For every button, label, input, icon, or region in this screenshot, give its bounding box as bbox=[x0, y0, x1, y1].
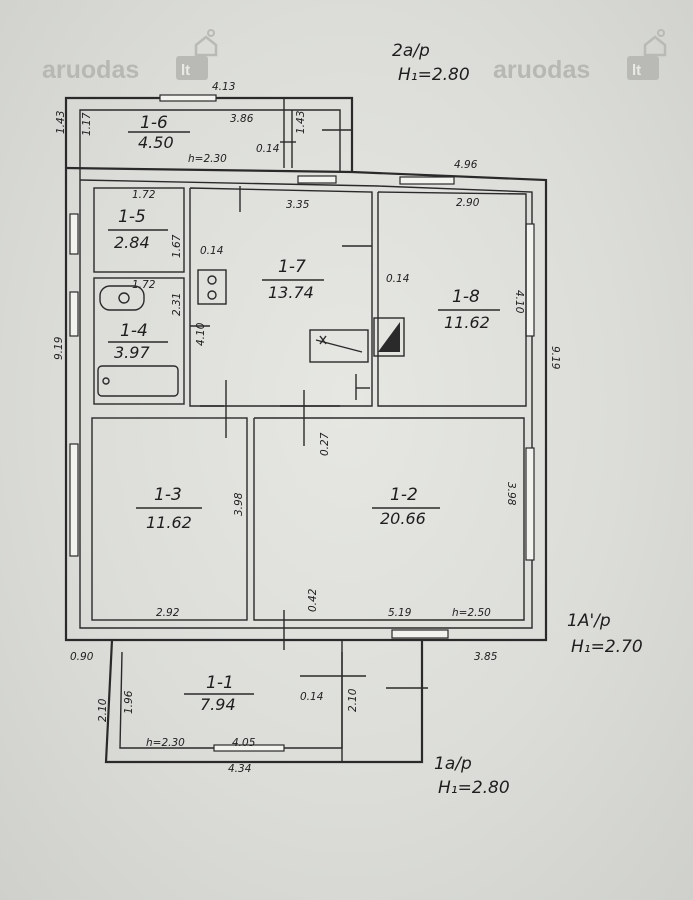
watermark-brand: aruodas bbox=[493, 56, 590, 84]
floor-label-bottom-height: H₁=2.80 bbox=[438, 778, 510, 798]
room-id: 1-6 bbox=[140, 113, 168, 133]
room-1-6: 1-6 4.50 bbox=[128, 113, 190, 152]
dim-label: 4.13 bbox=[212, 81, 235, 93]
room-1-6-walls bbox=[64, 94, 354, 172]
dim-label: 4.05 bbox=[232, 737, 256, 749]
dim-label: 0.14 bbox=[386, 273, 409, 285]
pipe-fixture-icon bbox=[355, 374, 370, 400]
room-id: 1-5 bbox=[118, 207, 146, 227]
room-id: 1-2 bbox=[390, 485, 418, 505]
room-area: 7.94 bbox=[200, 695, 236, 714]
interior-walls bbox=[91, 186, 527, 650]
watermark-left: aruodas lt bbox=[42, 29, 218, 84]
room-id: 1-1 bbox=[206, 673, 234, 693]
room-1-7: 1-7 13.74 bbox=[262, 257, 324, 302]
house-logo-icon bbox=[194, 29, 218, 57]
dim-label: h=2.30 bbox=[188, 153, 227, 165]
dim-label: 2.90 bbox=[456, 197, 480, 209]
dim-label: 1.43 bbox=[295, 111, 307, 134]
house-logo-icon bbox=[643, 29, 667, 57]
dim-label: 1.17 bbox=[81, 112, 93, 136]
watermark-right: aruodas lt bbox=[493, 29, 667, 84]
dim-label: 2.10 bbox=[97, 698, 109, 722]
dim-label: 2.31 bbox=[171, 293, 183, 316]
room-id: 1-7 bbox=[278, 257, 306, 277]
room-1-2: 1-2 20.66 bbox=[372, 485, 440, 528]
room-area: 13.74 bbox=[268, 283, 314, 302]
dim-label: 2.92 bbox=[156, 607, 180, 619]
floor-label-top-height: H₁=2.80 bbox=[398, 65, 470, 85]
house-outer-walls bbox=[64, 166, 548, 642]
dim-label: 3.98 bbox=[233, 492, 245, 516]
dim-label: 0.14 bbox=[300, 691, 323, 703]
dim-label: 1.72 bbox=[132, 279, 156, 291]
dim-label: 0.90 bbox=[70, 651, 94, 663]
dimension-labels: 4.13 1.43 1.17 3.86 1.43 0.14 h=2.30 4.9… bbox=[53, 81, 561, 775]
dim-label: 3.86 bbox=[230, 113, 254, 125]
floor-label-right-name: 1A'/p bbox=[567, 611, 611, 631]
room-1-3: 1-3 11.62 bbox=[136, 485, 202, 532]
dim-label: 1.67 bbox=[171, 234, 183, 258]
dim-label: 0.14 bbox=[256, 143, 279, 155]
room-area: 20.66 bbox=[380, 509, 426, 528]
room-area: 3.97 bbox=[114, 343, 150, 362]
watermark-tld: lt bbox=[632, 62, 641, 79]
dim-label: 0.14 bbox=[200, 245, 223, 257]
room-id: 1-8 bbox=[452, 287, 480, 307]
dim-label: 2.10 bbox=[347, 688, 359, 712]
dim-label: 5.19 bbox=[388, 607, 412, 619]
dim-label: 1.43 bbox=[55, 111, 67, 134]
floor-label-bottom-name: 1a/p bbox=[434, 754, 472, 774]
room-1-8: 1-8 11.62 bbox=[438, 287, 500, 332]
stove-icon bbox=[197, 269, 227, 305]
dim-label: 9.19 bbox=[549, 346, 561, 370]
room-area: 11.62 bbox=[444, 313, 490, 332]
room-area: 11.62 bbox=[146, 513, 192, 532]
dim-label: 1.96 bbox=[123, 690, 135, 714]
dim-label: h=2.30 bbox=[146, 737, 185, 749]
dim-label: 1.72 bbox=[132, 189, 156, 201]
dim-label: 4.34 bbox=[228, 763, 251, 775]
watermark-tld: lt bbox=[181, 62, 190, 79]
floor-label-right-height: H₁=2.70 bbox=[571, 637, 643, 657]
toilet-icon bbox=[99, 285, 145, 311]
room-area: 2.84 bbox=[114, 233, 150, 252]
bathtub-icon bbox=[97, 365, 179, 397]
dim-label: 4.10 bbox=[195, 322, 207, 346]
room-id: 1-3 bbox=[154, 485, 182, 505]
room-1-1: 1-1 7.94 bbox=[184, 673, 254, 714]
dim-label: 0.27 bbox=[319, 432, 331, 456]
room-id: 1-4 bbox=[120, 321, 148, 341]
heater-icon bbox=[309, 329, 369, 363]
dim-label: 3.85 bbox=[474, 651, 498, 663]
dim-label: h=2.50 bbox=[452, 607, 491, 619]
watermark-brand: aruodas bbox=[42, 56, 139, 84]
dim-label: 3.35 bbox=[286, 199, 310, 211]
dim-label: 9.19 bbox=[53, 336, 65, 360]
dim-label: 0.42 bbox=[307, 588, 319, 612]
chimney-icon bbox=[373, 317, 405, 357]
room-1-4: 1-4 3.97 bbox=[108, 321, 168, 362]
floor-label-top-name: 2a/p bbox=[392, 41, 430, 61]
room-1-1-walls bbox=[104, 639, 428, 764]
dim-label: 4.10 bbox=[513, 290, 525, 314]
dim-label: 3.98 bbox=[505, 482, 517, 506]
dim-label: 4.96 bbox=[454, 159, 478, 171]
room-area: 4.50 bbox=[138, 133, 174, 152]
room-1-5: 1-5 2.84 bbox=[108, 207, 168, 252]
